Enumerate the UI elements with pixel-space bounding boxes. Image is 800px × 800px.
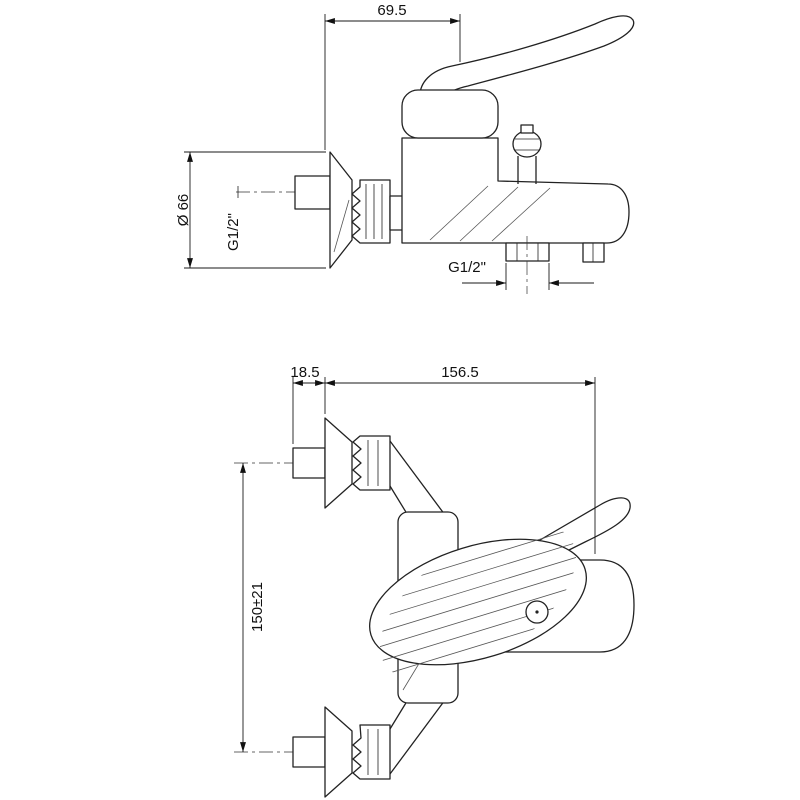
dim-flange-diameter-label: Ø 66 <box>175 194 192 227</box>
dim-inlet-thread-label: G1/2" <box>225 213 242 251</box>
diverter-top <box>520 124 534 134</box>
cartridge-cap <box>401 89 499 139</box>
dim-inlet-thread: G1/2" <box>225 213 242 251</box>
side-view: 69.5 Ø 66 G1/2" G1/2" <box>175 2 635 294</box>
dim-flange-diameter: Ø 66 <box>175 151 326 269</box>
dim-width-label: 69.5 <box>377 2 406 19</box>
dim-outlet-thread: G1/2" <box>448 259 594 290</box>
handle-screw-center <box>535 610 539 614</box>
front-view-faucet <box>234 417 635 798</box>
lower-connection-nut <box>352 724 391 780</box>
connection-nut <box>351 179 391 244</box>
dim-centers: 150±21 <box>240 463 266 752</box>
inlet-pipe-stub <box>294 175 331 210</box>
upper-connection-nut <box>352 435 391 491</box>
side-view-faucet <box>236 15 635 294</box>
upper-wall-flange <box>324 417 353 509</box>
dim-centers-label: 150±21 <box>249 582 266 632</box>
dim-offset-label: 18.5 <box>290 364 319 381</box>
lower-pipe-stub <box>292 736 326 768</box>
handle-grip-tip <box>539 497 631 563</box>
front-view: 18.5 156.5 150±21 <box>234 364 635 798</box>
lower-wall-flange <box>324 706 353 798</box>
wall-flange <box>329 151 353 269</box>
dim-outlet-thread-label: G1/2" <box>448 259 486 276</box>
spout-nose-detail <box>582 242 605 263</box>
dim-projection-label: 156.5 <box>441 364 479 381</box>
dim-offset-and-projection: 18.5 156.5 <box>290 364 596 554</box>
dim-width: 69.5 <box>324 2 461 150</box>
lever-handle <box>419 15 635 113</box>
diverter-knob <box>512 130 542 158</box>
body-and-spout <box>401 137 630 244</box>
spout-outlet <box>505 242 550 262</box>
upper-pipe-stub <box>292 447 326 479</box>
